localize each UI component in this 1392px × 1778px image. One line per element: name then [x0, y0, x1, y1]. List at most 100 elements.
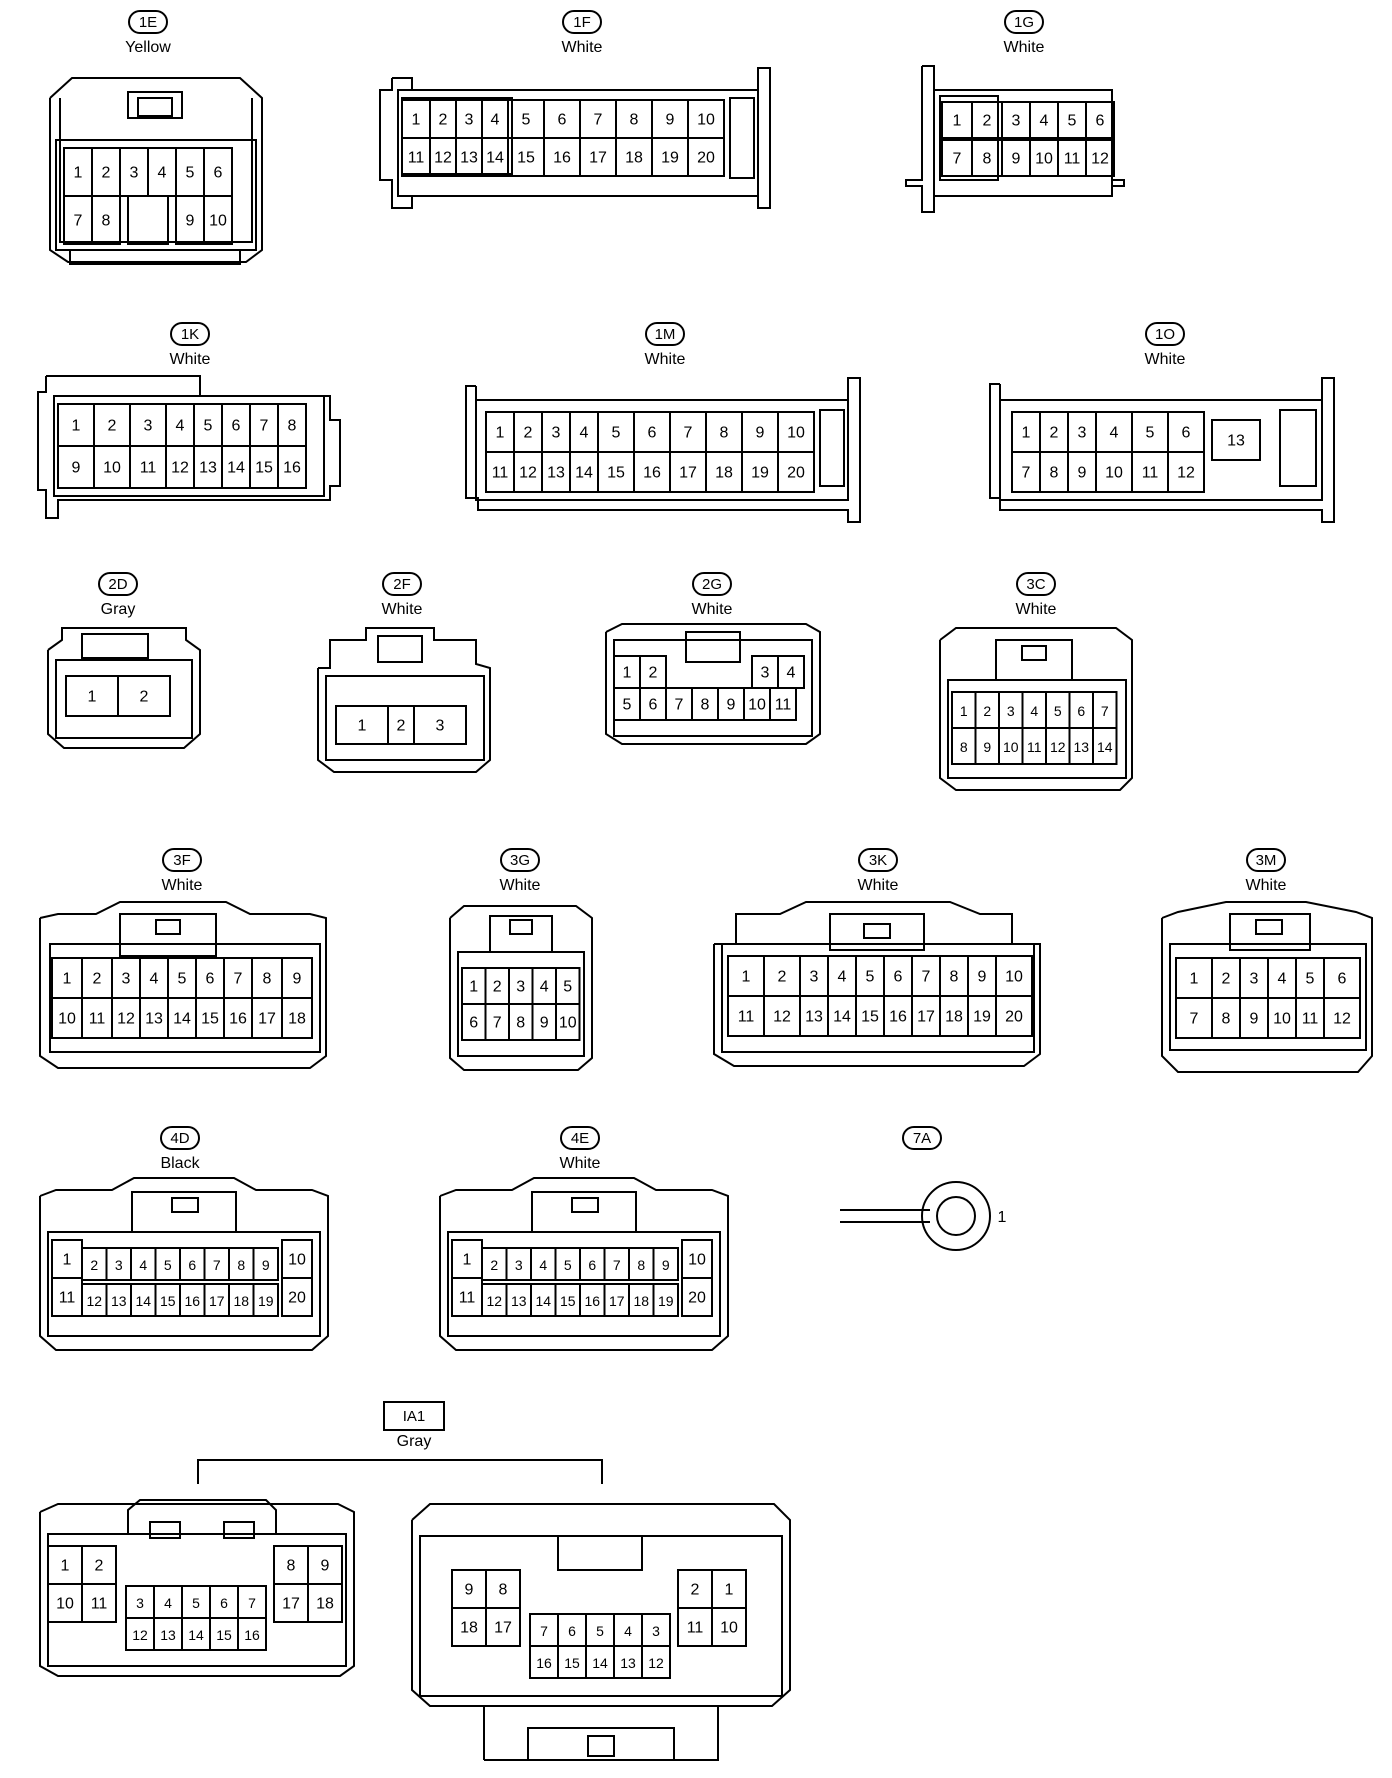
- pin-number: 9: [978, 969, 987, 986]
- pin-cell: 10: [743, 687, 771, 721]
- pin-number: 18: [460, 1620, 478, 1637]
- pin-number: 20: [688, 1290, 706, 1307]
- pin-cell: 10: [995, 955, 1033, 997]
- connector-id: 3F: [173, 852, 191, 869]
- outline: [127, 91, 183, 119]
- pin-number: 2: [108, 418, 117, 435]
- pin-number: 5: [866, 969, 875, 986]
- pin-number: 15: [861, 1009, 879, 1026]
- pin-number: 16: [553, 150, 571, 167]
- pin-number: 3: [115, 1257, 123, 1273]
- pin-number: 14: [592, 1655, 608, 1671]
- pin-number: 13: [547, 465, 565, 482]
- pin-cell: 6: [1068, 691, 1094, 729]
- pin-cell: 9: [451, 1569, 487, 1609]
- pin-number: 1: [74, 165, 83, 182]
- pin-number: 5: [204, 418, 213, 435]
- latch: [819, 409, 845, 487]
- pin-number: 3: [552, 425, 561, 442]
- pin-number: 2: [1050, 425, 1059, 442]
- pin-number: 4: [539, 1257, 547, 1273]
- bracket: [197, 1459, 603, 1484]
- outline: [1229, 913, 1311, 951]
- pin-box: [1085, 139, 1115, 177]
- pin-number: 6: [214, 165, 223, 182]
- pin-cell: 5: [597, 411, 635, 453]
- pin-number: 4: [1110, 425, 1119, 442]
- pin-cell: 19: [967, 995, 997, 1037]
- pin-cell: 13: [613, 1645, 643, 1679]
- pin-number: 7: [234, 971, 243, 988]
- pin-number: 17: [609, 1293, 625, 1309]
- pin-number: 11: [140, 460, 157, 477]
- pin-cell: 12: [481, 1283, 508, 1317]
- pin-number: 19: [751, 465, 769, 482]
- pin-number: 10: [1035, 151, 1053, 168]
- pin-number: 13: [1073, 739, 1089, 755]
- pin-cell: 8: [705, 411, 743, 453]
- pin-cell: 14: [181, 1617, 211, 1651]
- pin-number: 11: [492, 465, 509, 482]
- outline: [863, 923, 891, 939]
- pin-cell: 11: [81, 997, 113, 1039]
- pin-number: 17: [209, 1293, 225, 1309]
- pin-cell: 5: [193, 403, 223, 447]
- connector-id-pill: [162, 848, 202, 872]
- pin-number: 10: [1003, 739, 1019, 755]
- pin-cell: 7: [249, 403, 279, 447]
- pin-number: 4: [540, 979, 549, 996]
- pin-number: 13: [1227, 433, 1245, 450]
- outline: [1169, 943, 1367, 1051]
- pin-number: 13: [805, 1009, 823, 1026]
- pin-cell: 1: [1011, 411, 1041, 453]
- pin-number: 10: [720, 1620, 738, 1637]
- pin-cell: 17: [485, 1607, 521, 1647]
- pin-number: 8: [630, 112, 639, 129]
- pin-number: 14: [173, 1011, 191, 1028]
- pin-number: 13: [111, 1293, 127, 1309]
- pin-cell: 4: [531, 967, 557, 1005]
- pin-number: 3: [1007, 703, 1015, 719]
- pin-cell: 7: [1092, 691, 1118, 729]
- pin-cell: 6: [639, 687, 667, 721]
- pin-cell: 10: [93, 445, 131, 489]
- pin-number: 11: [59, 1290, 76, 1307]
- pin-number: 8: [637, 1257, 645, 1273]
- pin-cell: 6: [1167, 411, 1205, 453]
- connector-id-pill: [560, 1126, 600, 1150]
- pin-cell: 9: [1001, 139, 1031, 177]
- pin-cell: 12: [641, 1645, 671, 1679]
- connector-id: 7A: [913, 1130, 931, 1147]
- outline: [571, 1197, 599, 1213]
- pin-number: 2: [983, 113, 992, 130]
- pin-number: 5: [186, 165, 195, 182]
- pin-cell: 18: [451, 1607, 487, 1647]
- pin-cell: 12: [1323, 997, 1361, 1039]
- pin-number: 13: [460, 150, 478, 167]
- pin-number: 6: [188, 1257, 196, 1273]
- pin-box: [281, 1277, 313, 1317]
- pin-number: 1: [742, 969, 751, 986]
- outline: [155, 919, 181, 935]
- pin-cell: 12: [1045, 727, 1071, 765]
- pin-number: 18: [633, 1293, 649, 1309]
- pin-number: 12: [171, 460, 189, 477]
- pin-cell: 4: [1029, 101, 1059, 139]
- pin-number: 7: [213, 1257, 221, 1273]
- pin-cell: 16: [237, 1617, 267, 1651]
- pin-cell: 12: [125, 1617, 155, 1651]
- pin-number: 10: [688, 1252, 706, 1269]
- pin-number: 8: [1222, 1011, 1231, 1028]
- pin-cell: 13: [541, 451, 571, 493]
- pin-number: 18: [233, 1293, 249, 1309]
- outline: [829, 913, 925, 951]
- pin-cell: 10: [1029, 139, 1059, 177]
- pin-cell: 7: [484, 1003, 510, 1041]
- pin-cell: 15: [154, 1283, 181, 1317]
- outline: [531, 1191, 637, 1233]
